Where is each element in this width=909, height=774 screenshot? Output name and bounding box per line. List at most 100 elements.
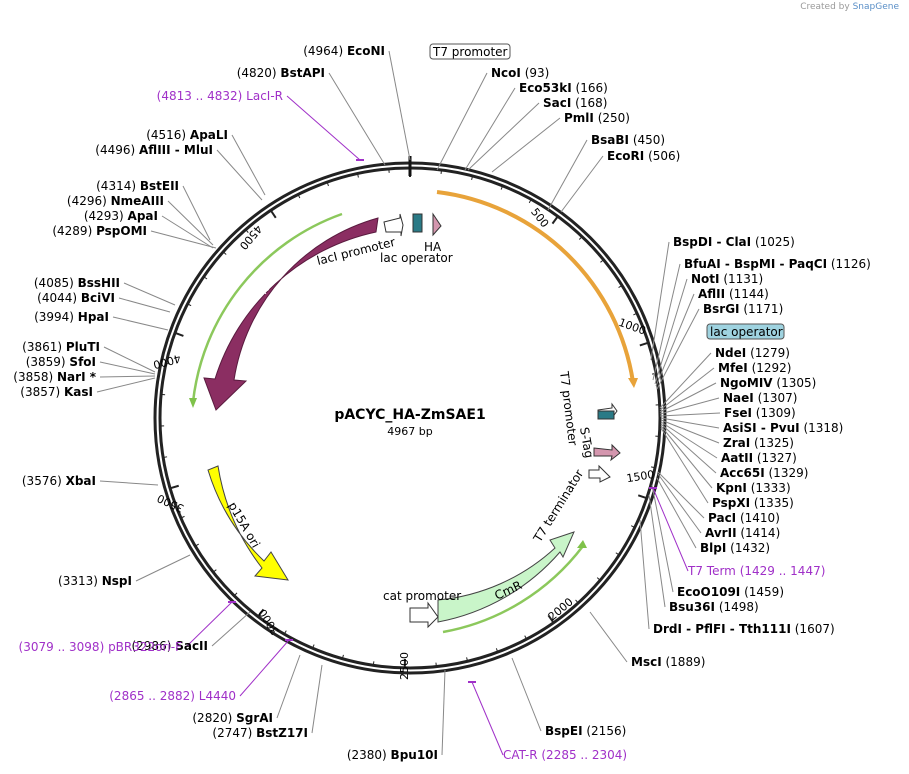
enzyme-site[interactable]: BsaBI (450) <box>591 133 665 147</box>
enzyme-position: (1292) <box>748 361 792 375</box>
lacI-arc[interactable] <box>191 212 343 403</box>
primer-name: CAT-R <box>503 748 538 762</box>
leader-line <box>467 102 540 171</box>
enzyme-site[interactable]: AsiSI - PvuI (1318) <box>723 421 843 435</box>
primer-site[interactable]: CAT-R (2285 .. 2304) <box>503 748 627 762</box>
lacI-promoter-arrow[interactable] <box>383 213 404 237</box>
p15a-ori-feature[interactable] <box>207 465 289 581</box>
enzyme-name: Acc65I <box>720 466 765 480</box>
enzyme-site[interactable]: Acc65I (1329) <box>720 466 808 480</box>
primer-site[interactable]: (3079 .. 3098) pBR322ori-F <box>19 640 183 654</box>
enzyme-site[interactable]: BlpI (1432) <box>700 541 770 555</box>
enzyme-site[interactable]: BspDI - ClaI (1025) <box>673 235 795 249</box>
leader-line <box>660 423 717 474</box>
enzyme-site[interactable]: (3857) KasI <box>20 385 93 399</box>
enzyme-site[interactable]: PmlI (250) <box>564 111 630 125</box>
leader-line <box>660 421 718 459</box>
enzyme-site[interactable]: DrdI - PflFI - Tth111I (1607) <box>653 622 835 636</box>
orf-arc-head <box>628 378 638 388</box>
enzyme-site[interactable]: (4314) BstEII <box>96 179 179 193</box>
enzyme-site[interactable]: KpnI (1333) <box>716 481 791 495</box>
enzyme-site[interactable]: BsrGI (1171) <box>703 302 783 316</box>
enzyme-site[interactable]: NotI (1131) <box>691 272 763 286</box>
s-tag-arrow[interactable] <box>593 443 621 462</box>
enzyme-site[interactable]: NcoI (93) <box>491 66 549 80</box>
enzyme-position: (3313) <box>58 574 102 588</box>
enzyme-site[interactable]: AflII (1144) <box>698 287 769 301</box>
enzyme-position: (506) <box>644 149 680 163</box>
ha-arrow[interactable] <box>432 212 442 237</box>
enzyme-position: (1335) <box>750 496 794 510</box>
primer-site[interactable]: (2865 .. 2882) L4440 <box>109 689 236 703</box>
enzyme-site[interactable]: (3994) HpaI <box>34 310 109 324</box>
enzyme-site[interactable]: FseI (1309) <box>724 406 796 420</box>
leader-line <box>99 375 156 378</box>
enzyme-site[interactable]: PacI (1410) <box>708 511 780 525</box>
enzyme-name: BspEI <box>545 724 583 738</box>
enzyme-site[interactable]: (2986) SacII <box>131 639 208 653</box>
lacI-feature[interactable] <box>203 217 379 411</box>
enzyme-site[interactable]: (4289) PspOMI <box>52 224 147 238</box>
enzyme-site[interactable]: (4044) BciVI <box>37 291 115 305</box>
enzyme-site[interactable]: (4085) BssHII <box>34 276 120 290</box>
enzyme-site[interactable]: PspXI (1335) <box>712 496 794 510</box>
primer-leader <box>239 639 290 697</box>
enzyme-site[interactable]: (3861) PluTI <box>22 340 100 354</box>
t7-promoter-box[interactable] <box>429 43 511 60</box>
enzyme-site[interactable]: (4496) AflIII - MluI <box>95 143 213 157</box>
enzyme-site[interactable]: EcoO109I (1459) <box>677 585 784 599</box>
enzyme-site[interactable]: (3313) NspI <box>58 574 132 588</box>
enzyme-name: SgrAI <box>236 711 273 725</box>
primer-site[interactable]: T7 Term (1429 .. 1447) <box>687 564 825 578</box>
orf-arc[interactable] <box>436 190 635 383</box>
tick-mark <box>547 614 555 624</box>
enzyme-site[interactable]: SacI (168) <box>543 96 607 110</box>
enzyme-site[interactable]: (4516) ApaLI <box>146 128 228 142</box>
enzyme-site[interactable]: Eco53kI (166) <box>519 81 608 95</box>
tick-mark <box>618 285 623 289</box>
enzyme-site[interactable]: (4296) NmeAIII <box>67 194 164 208</box>
enzyme-site[interactable]: (2380) Bpu10I <box>347 748 438 762</box>
enzyme-site[interactable]: AvrII (1414) <box>705 526 780 540</box>
t7-terminator-arrow[interactable] <box>588 464 611 483</box>
enzyme-site[interactable]: (2820) SgrAI <box>192 711 273 725</box>
snapgene-credit: Created by SnapGene <box>800 2 899 12</box>
enzyme-site[interactable]: ZraI (1325) <box>723 436 794 450</box>
enzyme-position: (4293) <box>84 209 128 223</box>
leader-line <box>659 412 721 417</box>
lac-operator-box[interactable] <box>706 323 785 340</box>
enzyme-site[interactable]: (4964) EcoNI <box>303 44 385 58</box>
enzyme-position: (3861) <box>22 340 66 354</box>
enzyme-name: BlpI <box>700 541 726 555</box>
primer-name: T7 Term <box>687 564 736 578</box>
enzyme-site[interactable]: (3576) XbaI <box>22 474 96 488</box>
enzyme-site[interactable]: (4293) ApaI <box>84 209 158 223</box>
enzyme-site[interactable]: NdeI (1279) <box>715 346 790 360</box>
enzyme-position: (2986) <box>131 639 175 653</box>
leader-line <box>491 117 561 173</box>
cmr-arc[interactable] <box>442 545 584 634</box>
cat-promoter-label: cat promoter <box>383 589 461 603</box>
enzyme-position: (4085) <box>34 276 78 290</box>
enzyme-site[interactable]: (4820) BstAPI <box>237 66 325 80</box>
enzyme-site[interactable]: BspEI (2156) <box>545 724 626 738</box>
enzyme-site[interactable]: NaeI (1307) <box>723 391 797 405</box>
enzyme-site[interactable]: (3859) SfoI <box>26 355 96 369</box>
cat-promoter-arrow[interactable] <box>409 601 439 629</box>
cmr-feature[interactable] <box>437 531 575 623</box>
enzyme-site[interactable]: NgoMIV (1305) <box>720 376 816 390</box>
enzyme-site[interactable]: (3858) NarI * <box>13 370 96 384</box>
primer-site[interactable]: (4813 .. 4832) LacI-R <box>157 89 283 103</box>
enzyme-site[interactable]: MfeI (1292) <box>718 361 791 375</box>
tick-label: 3500 <box>155 491 186 515</box>
enzyme-site[interactable]: MscI (1889) <box>631 655 705 669</box>
enzyme-site[interactable]: AatII (1327) <box>721 451 797 465</box>
tick-mark <box>312 644 315 649</box>
enzyme-site[interactable]: EcoRI (506) <box>607 149 680 163</box>
enzyme-name: EcoNI <box>347 44 385 58</box>
enzyme-site[interactable]: BfuAI - BspMI - PaqCI (1126) <box>684 257 871 271</box>
enzyme-name: AflIII - MluI <box>139 143 213 157</box>
lac-operator-mark[interactable] <box>412 213 423 233</box>
enzyme-site[interactable]: Bsu36I (1498) <box>669 600 759 614</box>
enzyme-site[interactable]: (2747) BstZ17I <box>212 726 308 740</box>
